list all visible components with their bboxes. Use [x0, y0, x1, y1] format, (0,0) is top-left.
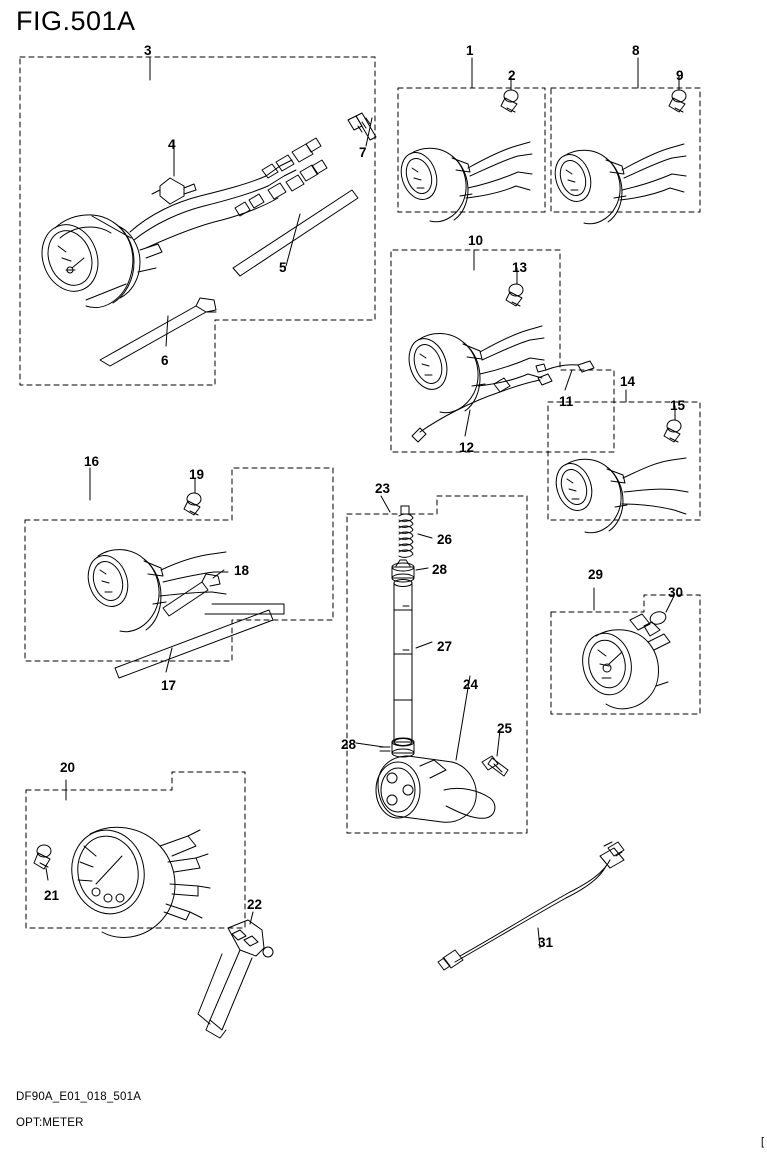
part-26 — [398, 505, 433, 558]
part-13 — [505, 267, 524, 307]
part-28-bottom — [355, 737, 415, 758]
callout-13: 13 — [512, 260, 528, 275]
part-6 — [99, 297, 217, 367]
part-24 — [375, 675, 496, 823]
part-18 — [162, 569, 225, 617]
callout-7: 7 — [359, 145, 367, 160]
part-25 — [481, 729, 509, 777]
callout-6: 6 — [161, 353, 169, 368]
group-box-16 — [24, 467, 334, 662]
callout-22: 22 — [247, 897, 263, 912]
callout-25: 25 — [497, 721, 513, 736]
group-box-23 — [346, 495, 528, 834]
callout-2: 2 — [508, 68, 516, 83]
callout-10: 10 — [468, 233, 484, 248]
part-17 — [114, 603, 285, 679]
callout-30: 30 — [668, 585, 684, 600]
group-box-8 — [550, 87, 701, 213]
callout-18: 18 — [234, 563, 250, 578]
group-box-14 — [547, 401, 701, 521]
meter-14 — [555, 457, 689, 534]
part-7 — [347, 112, 377, 147]
callout-27: 27 — [437, 639, 453, 654]
part-5 — [232, 189, 359, 277]
callout-11: 11 — [559, 394, 574, 409]
callout-16: 16 — [84, 454, 100, 469]
part-28-top — [391, 559, 429, 583]
callout-9: 9 — [676, 68, 684, 83]
part-30 — [643, 595, 675, 637]
callout-28-top: 28 — [432, 562, 448, 577]
callout-8: 8 — [632, 43, 640, 58]
part-19 — [183, 477, 202, 516]
part-12 — [411, 373, 553, 443]
footer-category-label: OPT:METER — [16, 1117, 84, 1129]
part-2 — [500, 75, 519, 113]
part-21 — [33, 844, 52, 881]
callout-23: 23 — [375, 481, 391, 496]
part-31 — [437, 841, 625, 971]
group-box-20 — [25, 771, 246, 929]
callout-26: 26 — [437, 532, 453, 547]
callout-15: 15 — [670, 398, 686, 413]
part-15 — [663, 405, 682, 443]
corner-bracket-mark: [ — [760, 1136, 764, 1148]
meter-20 — [71, 826, 211, 938]
meter-3 — [41, 214, 163, 308]
group-box-1 — [397, 87, 546, 213]
group-box-3 — [19, 56, 376, 386]
part-9 — [668, 75, 687, 113]
callout-19: 19 — [189, 467, 205, 482]
meter-8 — [554, 143, 687, 225]
page-title: FIG.501A — [16, 6, 136, 36]
part-27 — [393, 579, 433, 746]
callout-12: 12 — [459, 440, 475, 455]
callout-17: 17 — [161, 678, 177, 693]
meter-1 — [400, 141, 533, 223]
footer-diagram-code: DF90A_E01_018_501A — [16, 1091, 142, 1103]
wires-3 — [129, 159, 297, 249]
callout-24: 24 — [463, 677, 479, 692]
part-11 — [535, 360, 595, 391]
callout-31: 31 — [538, 935, 554, 950]
callout-3: 3 — [144, 43, 152, 58]
group-box-29 — [550, 594, 701, 715]
part-4 — [151, 139, 197, 205]
part-22 — [197, 911, 274, 1039]
callout-29: 29 — [588, 567, 604, 582]
callout-1: 1 — [466, 43, 474, 58]
callout-14: 14 — [620, 374, 636, 389]
callout-20: 20 — [60, 760, 76, 775]
meter-16 — [87, 549, 229, 633]
callout-5: 5 — [279, 260, 287, 275]
meter-10 — [408, 325, 545, 414]
callout-21: 21 — [44, 888, 60, 903]
meter-29 — [582, 613, 671, 710]
callout-28-bottom: 28 — [341, 737, 357, 752]
connectors-3 — [234, 137, 328, 217]
callout-4: 4 — [168, 137, 176, 152]
